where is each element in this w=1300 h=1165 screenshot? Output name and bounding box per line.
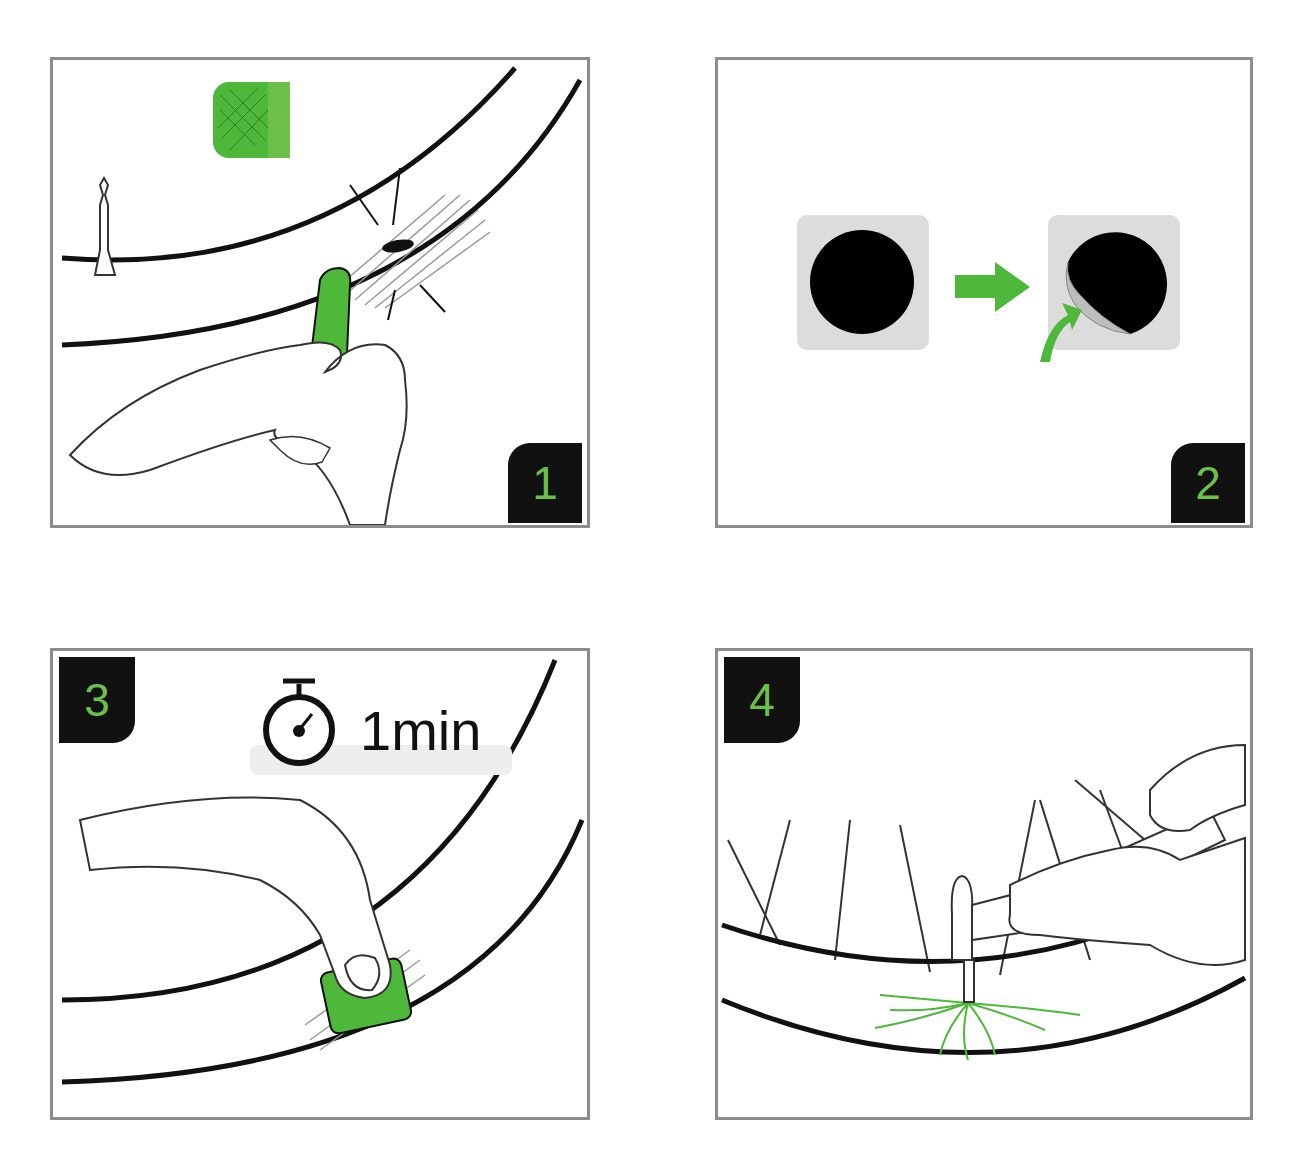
timer-label: 1min [360, 703, 481, 759]
step-panel: 3 1min [50, 648, 590, 1120]
step-panel: 1 [50, 57, 590, 528]
step-two-art [797, 215, 1180, 362]
step-number: 4 [724, 657, 800, 743]
step-panel: 2 [715, 57, 1253, 528]
step-number: 2 [1171, 443, 1245, 523]
step-four-art [722, 745, 1245, 1060]
step-one-art [40, 40, 580, 525]
step-number: 1 [508, 443, 582, 523]
step-panel: 4 [715, 648, 1253, 1120]
step-number: 3 [59, 657, 135, 743]
step-three-art [62, 660, 582, 1082]
